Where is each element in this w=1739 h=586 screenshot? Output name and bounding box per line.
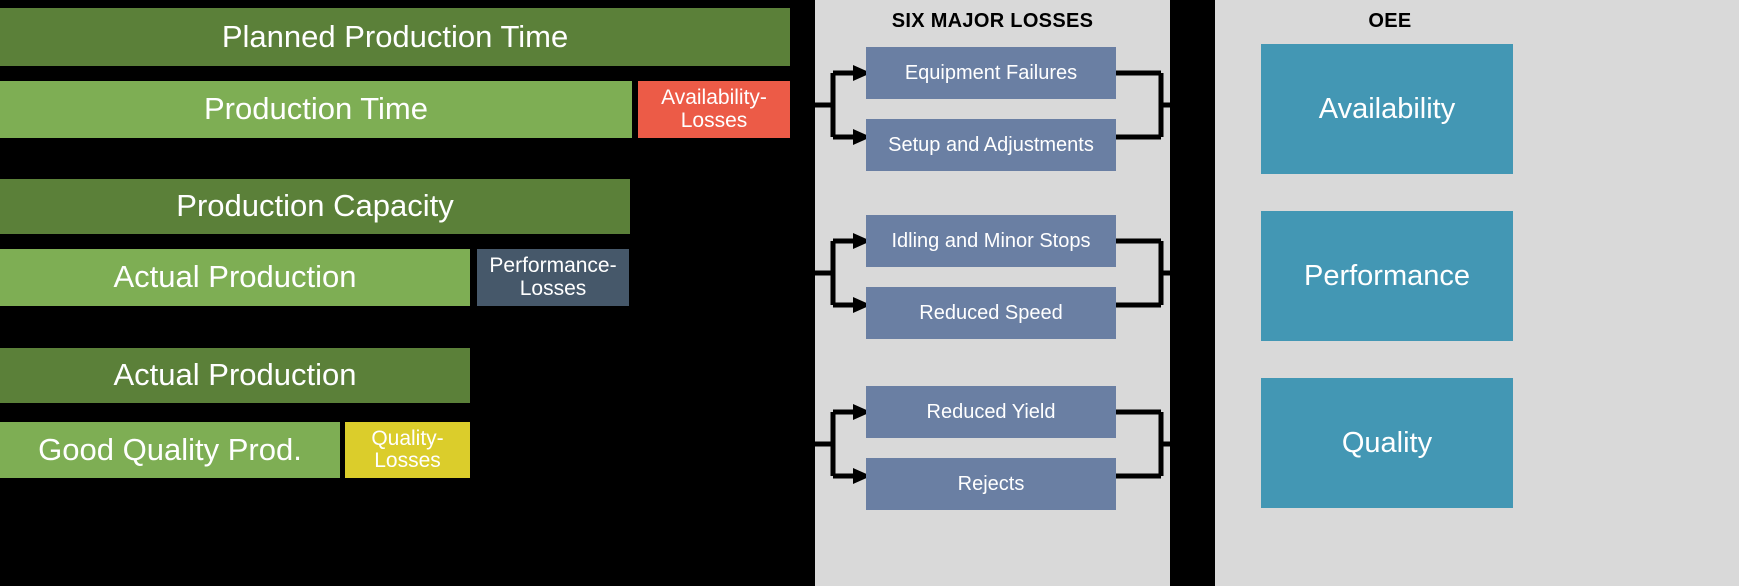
availability-losses-line-1: Availability- — [661, 86, 767, 110]
loss-box-setup-and-adjustments: Setup and Adjustments — [866, 119, 1116, 171]
oee-box-performance-label: Performance — [1303, 259, 1470, 292]
bar-good-quality-production-label: Good Quality Prod. — [38, 431, 302, 467]
oee-box-availability-label: Availability — [1318, 92, 1456, 125]
connector-losses-to-performance — [1116, 213, 1221, 323]
loss-box-reduced-yield-label: Reduced Yield — [926, 400, 1056, 423]
quality-losses-line-2: Losses — [374, 449, 441, 472]
connector-quality-to-losses — [815, 384, 875, 494]
loss-box-reduced-speed: Reduced Speed — [866, 287, 1116, 339]
loss-box-idling-and-minor-stops-label: Idling and Minor Stops — [891, 229, 1091, 252]
bar-planned-production-time-label: Planned Production Time — [221, 18, 569, 54]
loss-box-idling-and-minor-stops: Idling and Minor Stops — [866, 215, 1116, 267]
oee-title: OEE — [1368, 10, 1412, 32]
bar-production-capacity-label: Production Capacity — [176, 188, 454, 224]
performance-losses-line-1: Performance- — [489, 254, 617, 278]
bar-production-time-label: Production Time — [204, 91, 428, 127]
bar-quality-losses: Quality- Losses — [345, 422, 470, 478]
availability-losses-line-2: Losses — [680, 108, 748, 132]
bar-actual-production-upper-label: Actual Production — [113, 259, 357, 295]
connector-performance-to-losses — [815, 213, 875, 323]
loss-box-reduced-yield: Reduced Yield — [866, 386, 1116, 438]
bar-production-time: Production Time — [0, 81, 632, 138]
connector-losses-to-quality — [1116, 384, 1221, 494]
connector-availability-to-losses — [815, 45, 875, 155]
oee-box-availability: Availability — [1261, 44, 1513, 174]
loss-box-equipment-failures-label: Equipment Failures — [904, 61, 1078, 84]
loss-box-rejects: Rejects — [866, 458, 1116, 510]
loss-box-equipment-failures: Equipment Failures — [866, 47, 1116, 99]
bar-planned-production-time: Planned Production Time — [0, 8, 790, 66]
oee-box-quality-label: Quality — [1341, 426, 1433, 459]
loss-box-reduced-speed-label: Reduced Speed — [919, 301, 1063, 324]
loss-box-rejects-label: Rejects — [957, 472, 1025, 495]
bar-availability-losses: Availability- Losses — [638, 81, 790, 138]
bar-production-capacity: Production Capacity — [0, 179, 630, 234]
oee-box-performance: Performance — [1261, 211, 1513, 341]
connector-losses-to-availability — [1116, 45, 1221, 155]
bar-actual-production-lower: Actual Production — [0, 348, 470, 403]
bar-good-quality-production: Good Quality Prod. — [0, 422, 340, 478]
quality-losses-line-1: Quality- — [371, 426, 444, 450]
oee-box-quality: Quality — [1261, 378, 1513, 508]
six-major-losses-title: SIX MAJOR LOSSES — [891, 10, 1094, 32]
bar-actual-production-upper: Actual Production — [0, 249, 470, 306]
loss-box-setup-and-adjustments-label: Setup and Adjustments — [888, 133, 1094, 156]
performance-losses-line-2: Losses — [519, 276, 587, 300]
bar-actual-production-lower-label: Actual Production — [113, 357, 357, 393]
bar-performance-losses: Performance- Losses — [477, 249, 629, 306]
